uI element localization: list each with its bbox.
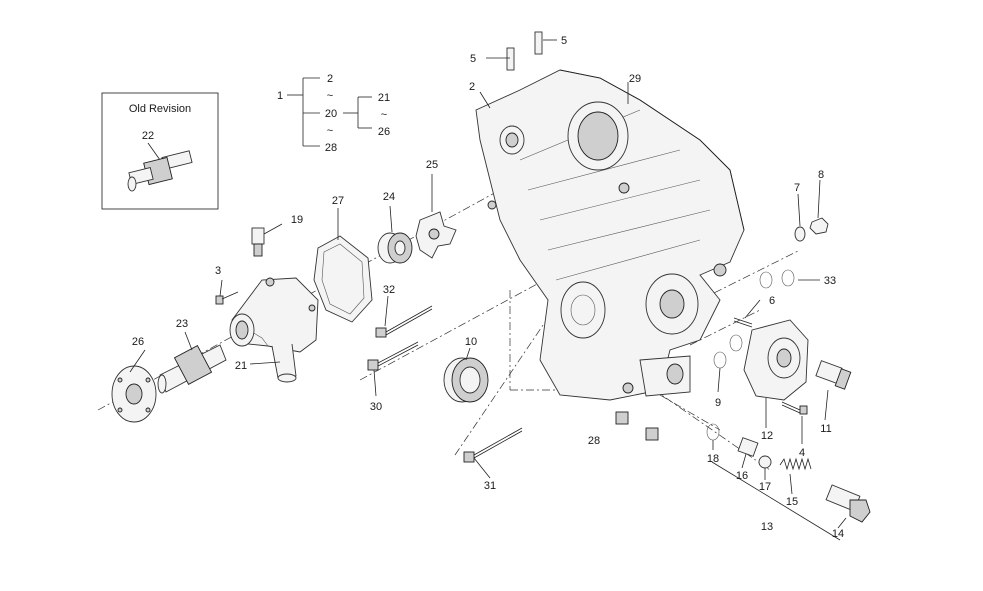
label-3: 3 xyxy=(215,265,221,277)
label-18: 18 xyxy=(707,453,719,465)
bolt-32 xyxy=(375,305,433,338)
pump-fitting-19 xyxy=(251,227,265,257)
pump-shaft-23 xyxy=(157,344,227,394)
label-14: 14 xyxy=(832,528,844,540)
oil-seal-10 xyxy=(443,357,489,403)
label-23: 23 xyxy=(176,318,188,330)
studs-6 xyxy=(733,317,753,328)
plugs-bottom xyxy=(615,411,659,441)
pump-body-21 xyxy=(229,277,319,383)
label-30: 30 xyxy=(370,401,382,413)
label-7: 7 xyxy=(794,182,800,194)
nut-8 xyxy=(809,217,829,235)
tree-tilde-3: ~ xyxy=(381,109,387,121)
leader-lines xyxy=(129,39,847,541)
label-32: 32 xyxy=(383,284,395,296)
o-ring-33 xyxy=(759,269,795,289)
old-revision-part-number: 22 xyxy=(142,130,154,142)
label-9: 9 xyxy=(715,397,721,409)
bolt-31 xyxy=(463,427,523,463)
plug-14 xyxy=(825,484,871,523)
label-31: 31 xyxy=(484,480,496,492)
label-4: 4 xyxy=(799,447,805,459)
tree-branch-top: 21 xyxy=(378,92,390,104)
part-tree: 1 2 ~ 20 ~ 28 21 ~ 26 xyxy=(277,73,390,154)
tree-root: 1 xyxy=(277,90,283,102)
tree-tilde-2: ~ xyxy=(327,125,333,137)
label-2: 2 xyxy=(469,81,475,93)
pump-bolt-3 xyxy=(215,291,239,305)
tree-mid: 20 xyxy=(325,108,337,120)
old-revision-title: Old Revision xyxy=(129,103,191,115)
label-13: 13 xyxy=(761,521,773,533)
label-11: 11 xyxy=(820,423,831,435)
tree-bottom: 28 xyxy=(325,142,337,154)
gasket-27 xyxy=(313,235,373,323)
studs-5 xyxy=(506,31,543,71)
pump-flange-26 xyxy=(111,365,157,423)
label-10: 10 xyxy=(465,336,477,348)
tree-tilde-1: ~ xyxy=(327,90,333,102)
label-33: 33 xyxy=(824,275,836,287)
label-16: 16 xyxy=(736,470,748,482)
label-17: 17 xyxy=(759,481,771,493)
fitting-11 xyxy=(815,360,852,390)
tree-branch-bottom: 26 xyxy=(378,126,390,138)
washer-7 xyxy=(794,226,806,242)
spring-15 xyxy=(779,457,812,471)
gear-case-cover xyxy=(475,69,745,401)
label-26: 26 xyxy=(132,336,144,348)
label-5b: 5 xyxy=(561,35,567,47)
label-6: 6 xyxy=(769,295,775,307)
bolt-4 xyxy=(781,401,808,415)
label-5a: 5 xyxy=(470,53,476,65)
filter-housing-12 xyxy=(743,319,809,401)
label-28: 28 xyxy=(588,435,600,447)
label-19: 19 xyxy=(291,214,303,226)
old-revision-box: Old Revision 22 xyxy=(101,92,219,210)
label-15: 15 xyxy=(786,496,798,508)
valve-sleeve-16 xyxy=(737,437,759,457)
o-ring-18 xyxy=(706,423,720,441)
tree-top: 2 xyxy=(327,73,333,85)
part-labels: 19 3 23 26 21 27 24 25 32 30 10 31 28 2 … xyxy=(132,35,844,540)
old-shaft-drawing xyxy=(127,150,193,192)
label-27: 27 xyxy=(332,195,344,207)
impeller-25 xyxy=(415,211,457,259)
label-24: 24 xyxy=(383,191,395,203)
bearing-24 xyxy=(377,232,413,264)
label-12: 12 xyxy=(761,430,773,442)
bolt-30 xyxy=(367,341,419,371)
label-25: 25 xyxy=(426,159,438,171)
label-29: 29 xyxy=(629,73,641,85)
o-rings-9 xyxy=(713,334,743,369)
label-8: 8 xyxy=(818,169,824,181)
label-21: 21 xyxy=(235,360,247,372)
ball-17 xyxy=(758,455,772,469)
